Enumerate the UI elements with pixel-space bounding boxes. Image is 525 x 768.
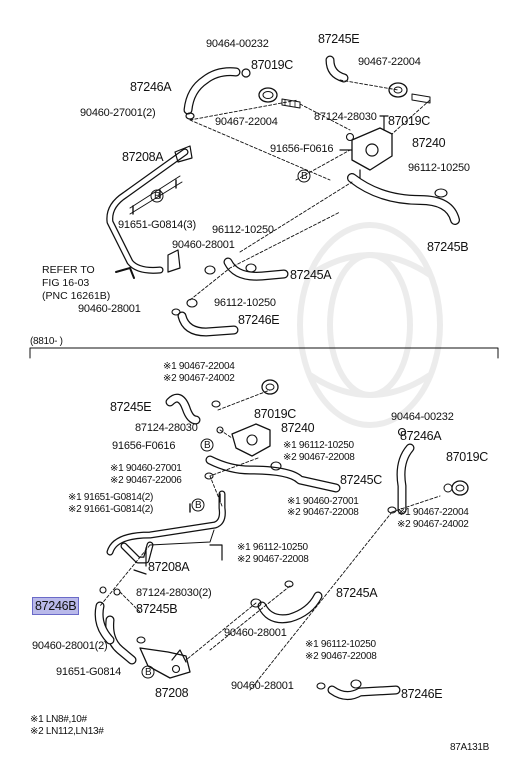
part-label[interactable]: 96112-10250 <box>212 224 274 236</box>
mark-b: B <box>154 191 161 202</box>
section-date-range: (8810- ) <box>30 336 63 347</box>
footnote-2: ※2 LN112,LN13# <box>30 726 104 737</box>
clamp-90467-22004-top <box>388 82 408 98</box>
mark-b: B <box>145 667 152 678</box>
mark-b: B <box>204 440 211 451</box>
part-label[interactable]: 90460-28001 <box>78 303 141 315</box>
part-label[interactable]: ※2 91661-G0814(2) <box>68 504 154 515</box>
part-label[interactable]: 87245C <box>340 473 382 487</box>
refer-fig-link[interactable]: FIG 16-03 <box>42 277 90 289</box>
clamp-90460-27001 <box>185 112 195 120</box>
part-label[interactable]: 90460-28001 <box>172 239 235 251</box>
part-label[interactable]: 91651-G0814(3) <box>118 219 196 231</box>
part-label[interactable]: 87208 <box>155 686 189 700</box>
cap-87019c-top-a <box>258 87 278 103</box>
watermark-emblem <box>297 222 443 428</box>
part-label[interactable]: 87208A <box>148 560 190 574</box>
footnote-1: ※1 LN8#,10# <box>30 714 87 725</box>
part-label[interactable]: 87245E <box>318 32 360 46</box>
section-bracket <box>29 347 499 359</box>
bolt-87124-28030-top <box>345 132 355 142</box>
part-label[interactable]: ※2 90467-22006 <box>110 475 182 486</box>
part-label[interactable]: 87240 <box>412 136 446 150</box>
part-label[interactable]: 87245B <box>136 602 178 616</box>
part-label[interactable]: 87019C <box>251 58 293 72</box>
part-label[interactable]: ※1 96112-10250 <box>305 639 376 650</box>
refer-to-line: REFER TO <box>42 264 95 276</box>
refer-pnc: (PNC 16261B) <box>42 290 111 302</box>
valve-87240-bottom <box>231 423 271 457</box>
part-label[interactable]: 90460-28001(2) <box>32 640 108 652</box>
part-label[interactable]: 87245A <box>290 268 332 282</box>
cap-87019c-bottom-b <box>451 480 469 496</box>
part-label[interactable]: ※1 96112-10250 <box>283 440 354 451</box>
part-label[interactable]: 90464-00232 <box>391 411 454 423</box>
part-label[interactable]: 91651-G0814 <box>56 666 122 678</box>
part-label[interactable]: 87246A <box>400 429 442 443</box>
part-label[interactable]: 87245A <box>336 586 378 600</box>
valve-87240-top <box>351 127 393 171</box>
part-label[interactable]: 87124-28030 <box>135 422 198 434</box>
part-label[interactable]: 91656-F0616 <box>112 440 176 452</box>
part-label[interactable]: 90460-28001 <box>224 627 287 639</box>
part-label[interactable]: 90467-22004 <box>215 116 278 128</box>
part-label[interactable]: 87246E <box>238 313 280 327</box>
part-label[interactable]: ※1 96112-10250 <box>237 542 308 553</box>
mark-b: B <box>301 171 308 182</box>
part-label[interactable]: 96112-10250 <box>214 297 276 309</box>
part-label[interactable]: ※1 90460-27001 <box>287 496 359 507</box>
part-label[interactable]: 87240 <box>281 421 315 435</box>
part-label[interactable]: ※2 90467-22008 <box>287 507 359 518</box>
illustration-code: 87A131B <box>450 742 490 753</box>
part-label[interactable]: ※1 90460-27001 <box>110 463 182 474</box>
part-label[interactable]: ※2 90467-24002 <box>397 519 469 530</box>
part-label[interactable]: 87124-28030 <box>314 111 377 123</box>
part-label[interactable]: 87246A <box>130 80 172 94</box>
part-label[interactable]: 87246E <box>401 687 443 701</box>
part-label-highlighted-87246b[interactable]: 87246B <box>32 597 80 615</box>
part-label[interactable]: 87245B <box>427 240 469 254</box>
cap-87019c-bottom-a <box>261 379 279 395</box>
part-label[interactable]: ※1 90467-22004 <box>397 507 469 518</box>
part-label[interactable]: 96112-10250 <box>408 162 470 174</box>
part-label[interactable]: 90460-28001 <box>231 680 294 692</box>
part-label[interactable]: ※2 90467-24002 <box>163 373 235 384</box>
part-label[interactable]: ※1 90467-22004 <box>163 361 235 372</box>
mark-b-circles <box>141 169 311 679</box>
part-label[interactable]: ※2 90467-22008 <box>305 651 377 662</box>
part-label[interactable]: ※1 91651-G0814(2) <box>68 492 154 503</box>
part-label[interactable]: 87019C <box>446 450 488 464</box>
part-label[interactable]: 87208A <box>122 150 164 164</box>
part-label[interactable]: 87245E <box>110 400 152 414</box>
part-label[interactable]: 91656-F0616 <box>270 143 334 155</box>
part-label[interactable]: 90460-27001(2) <box>80 107 156 119</box>
mark-b: B <box>195 500 202 511</box>
part-label[interactable]: 90464-00232 <box>206 38 269 50</box>
part-label[interactable]: ※2 90467-22008 <box>283 452 355 463</box>
clamp-96112-10250-top-a <box>434 188 448 198</box>
part-label[interactable]: ※2 90467-22008 <box>237 554 309 565</box>
part-label[interactable]: 87124-28030(2) <box>136 587 212 599</box>
plug-90464-00232 <box>241 68 251 78</box>
part-label[interactable]: 87019C <box>388 114 430 128</box>
part-label[interactable]: 90467-22004 <box>358 56 421 68</box>
part-label[interactable]: 87019C <box>254 407 296 421</box>
